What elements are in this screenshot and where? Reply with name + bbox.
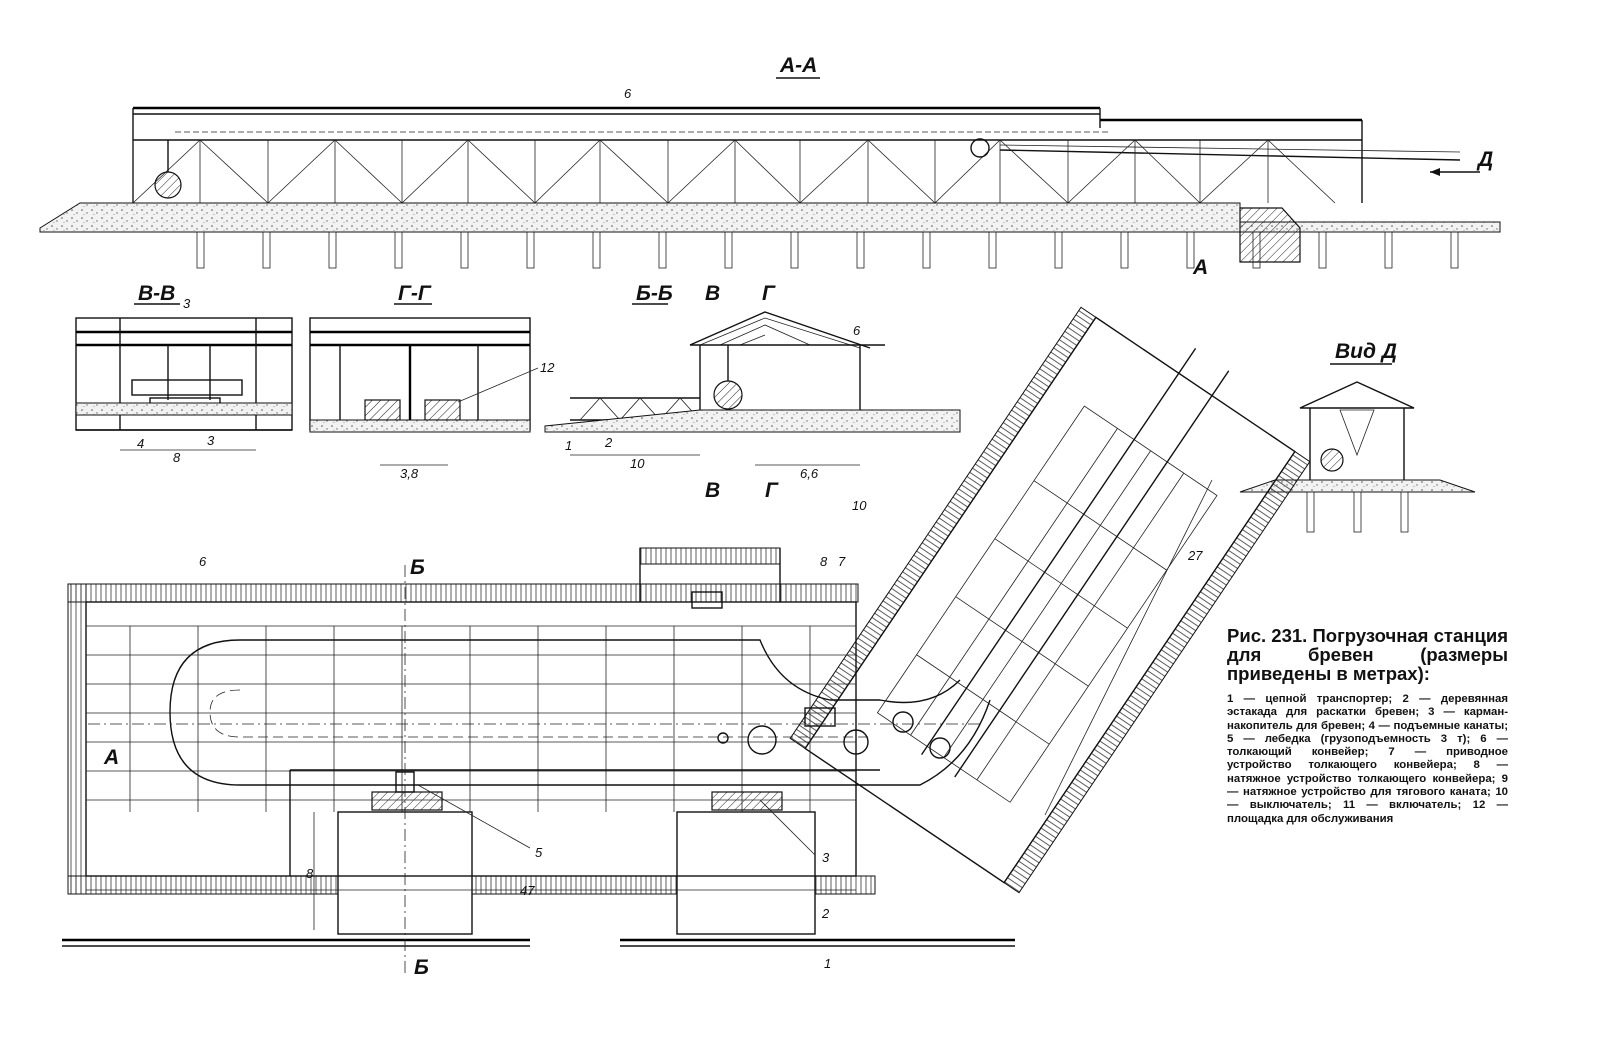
legend-item-10: 10 — выключатель; — [1227, 786, 1508, 812]
marker-v-bottom: В — [705, 479, 720, 502]
trestle-right — [676, 811, 816, 935]
bb-dim-shed: 6,6 — [800, 466, 819, 481]
tension-device-icon — [804, 707, 836, 727]
plan-view: 47 8 27 Б Б А А 6 8 7 10 5 3 2 1 — [62, 256, 1311, 979]
callout-8: 8 — [820, 554, 828, 569]
section-aa-elevation: А-А Д 6 — [39, 54, 1501, 269]
callout-10: 10 — [852, 498, 867, 513]
marker-g-bottom: Г — [765, 479, 779, 502]
pocket-right-icon — [711, 791, 783, 811]
gg-dim-width: 3,8 — [400, 466, 419, 481]
view-d-piles — [1306, 491, 1409, 533]
plan-dim-width: 8 — [306, 866, 314, 881]
pit-wall — [1239, 207, 1301, 263]
legend-item-6: 6 — толкающий конвейер; — [1227, 732, 1509, 759]
legend-item-3: 3 — карман-накопитель для бревен; — [1227, 706, 1508, 732]
switch-icon — [717, 732, 729, 744]
legend-item-2: 2 — деревянная эстакада для раскатки бре… — [1227, 693, 1509, 719]
callout-7: 7 — [838, 554, 846, 569]
caption-legend: 1 — цепной транспортер; 2 — деревянная э… — [1108, 693, 1508, 826]
legend-item-8: 8 — натяжное устройство толкающего конве… — [1227, 759, 1509, 785]
view-d-arrow-label: Д — [1476, 148, 1493, 171]
callout-6-plan: 6 — [199, 554, 207, 569]
section-vv: В-В 3 8 3 4 — [75, 282, 293, 465]
incline-ramp — [789, 306, 1311, 894]
legend-item-1: 1 — цепной транспортер; — [1227, 693, 1403, 705]
figure-caption: Рис. 231. Погрузочная станция для бревен… — [1108, 626, 1508, 826]
view-d-label: Вид Д — [1335, 340, 1397, 363]
log-bundle-icon — [154, 171, 182, 199]
section-aa-label: А-А — [779, 54, 817, 77]
view-d: Вид Д — [1239, 340, 1476, 533]
callout-6-bb: 6 — [853, 323, 861, 338]
legend-item-5: 5 — лебедка (грузоподъемность 3 т); — [1227, 732, 1481, 745]
aa-truss — [132, 139, 1336, 204]
callout-1: 1 — [824, 956, 831, 971]
vv-dim-pocket-bottom: 3 — [207, 433, 215, 448]
pocket-left-icon — [371, 791, 443, 811]
marker-b-top: Б — [410, 556, 425, 579]
marker-a-right: А — [1192, 256, 1208, 279]
section-vv-label: В-В — [138, 282, 175, 305]
legend-item-11: 11 — включатель; — [1343, 799, 1473, 812]
section-bb-label: Б-Б — [636, 282, 673, 305]
section-gg-label: Г-Г — [398, 282, 432, 305]
callout-4: 4 — [137, 436, 144, 451]
plan-dim-incline: 27 — [1187, 548, 1203, 563]
pulley-icon — [929, 737, 951, 759]
drive-drum-icon — [747, 725, 777, 755]
marker-a-left: А — [103, 746, 119, 769]
vv-dim-pocket: 3 — [183, 296, 191, 311]
marker-b-bottom: Б — [414, 956, 429, 979]
callout-12: 12 — [540, 360, 555, 375]
legend-item-9: 9 — натяжное устройство для тягового кан… — [1227, 772, 1508, 799]
bb-dim-trestle: 10 — [630, 456, 645, 471]
legend-item-4: 4 — подъемные канаты; — [1368, 719, 1508, 732]
caption-title: Рис. 231. Погрузочная станция для бревен… — [1227, 625, 1508, 684]
callout-1-bb: 1 — [565, 438, 572, 453]
callout-3: 3 — [822, 850, 830, 865]
marker-v-top: В — [705, 282, 720, 305]
plan-grid — [86, 625, 856, 812]
pulley-icon — [892, 711, 914, 733]
legend-item-12: 12 — площадка для обслуживания — [1227, 799, 1508, 825]
aa-piles — [196, 231, 1459, 269]
callout-5: 5 — [535, 845, 543, 860]
callout-2-bb: 2 — [604, 435, 613, 450]
section-gg: Г-Г 3,8 12 — [309, 282, 555, 481]
plan-dim-length: 47 — [520, 883, 535, 898]
pulley-icon — [970, 138, 990, 158]
section-bb: Б-Б В Г В Г 10 6,6 1 2 6 — [544, 282, 961, 502]
marker-g-top: Г — [762, 282, 776, 305]
legend-item-7: 7 — приводное устройство толкающего конв… — [1227, 746, 1508, 772]
tension-drum-icon — [843, 729, 869, 755]
callout-2: 2 — [821, 906, 830, 921]
vv-dim-width: 8 — [173, 450, 181, 465]
winch-icon — [691, 591, 723, 609]
callout-6-aa: 6 — [624, 86, 632, 101]
